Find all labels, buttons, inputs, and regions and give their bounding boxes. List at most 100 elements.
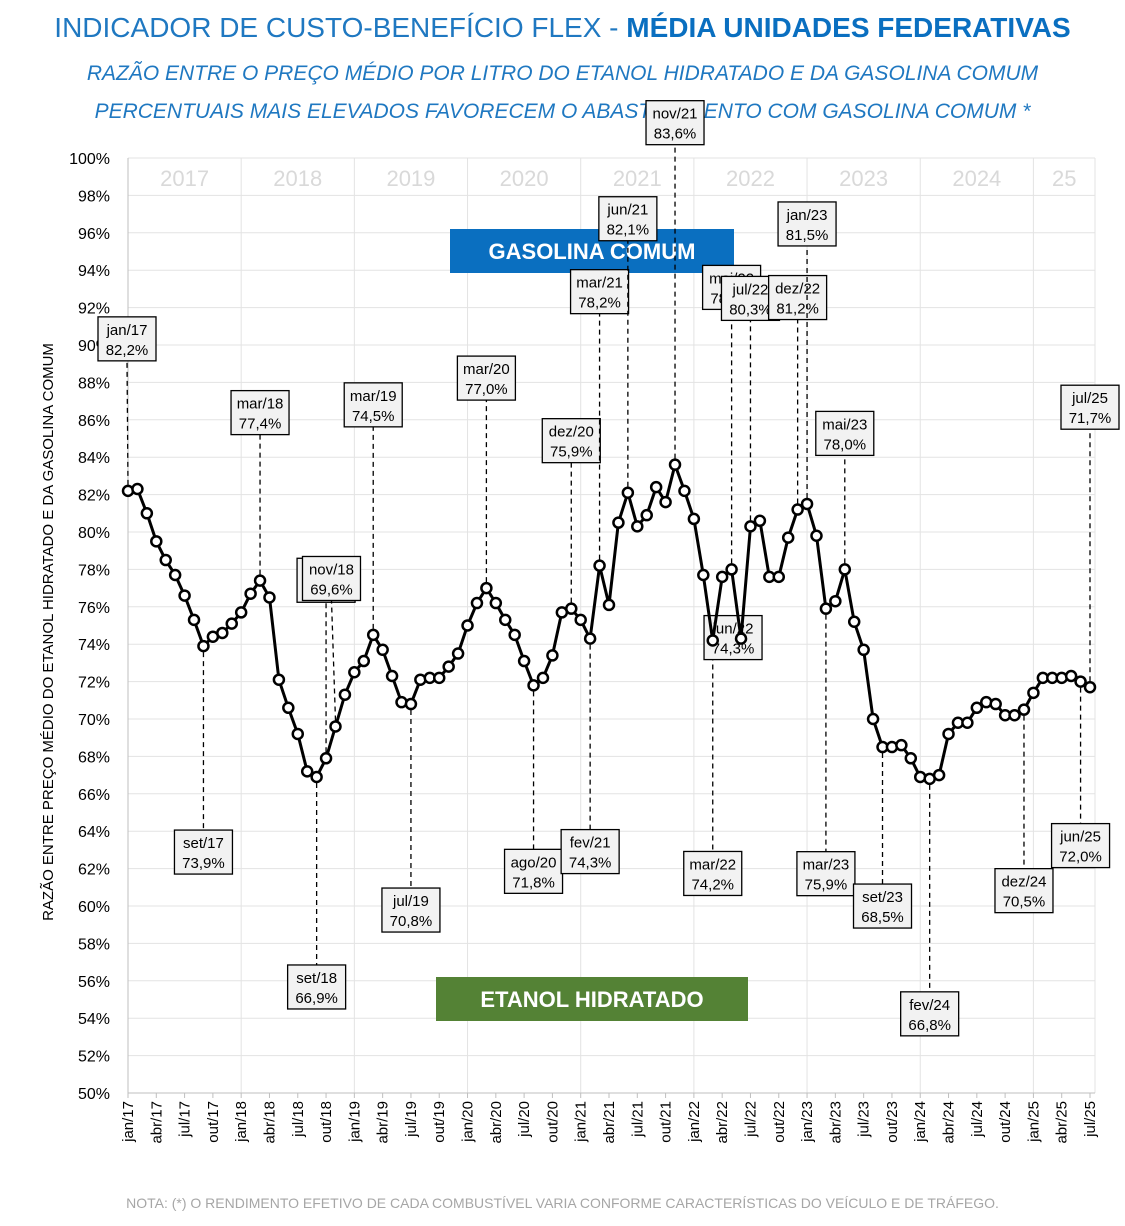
annotation-value: 74,5% [352,408,395,425]
annotation-label: mar/23 [803,857,850,874]
data-point [904,752,918,765]
annotation-box [777,201,837,247]
x-tick-label: out/17 [205,1101,222,1143]
data-point [376,643,389,657]
annotation-label: nov/18 [309,561,354,578]
x-tick-label: jan/22 [686,1101,703,1143]
data-point [847,615,861,629]
data-point [263,591,276,604]
annotation-value: 70,5% [1003,894,1046,911]
annotation-label: jul/22 [732,281,769,298]
y-tick-label: 80% [78,525,110,542]
y-tick-label: 54% [78,1011,110,1028]
y-tick-label: 98% [78,188,110,205]
annotation-value: 74,3% [712,641,755,658]
x-tick-label: abr/19 [375,1101,392,1144]
annotation-value: 66,8% [908,1017,951,1034]
data-point [932,768,946,782]
y-tick-label: 88% [78,375,110,392]
data-point [838,563,852,576]
annotation-box [796,851,856,897]
data-point [678,484,691,498]
annotation-value: 73,9% [182,855,225,872]
year-label: 2019 [386,166,435,191]
data-point [150,535,163,548]
y-tick-label: 70% [78,712,110,729]
annotation-value: 82,1% [607,222,650,239]
annotation-label: fev/24 [909,997,950,1014]
x-tick-label: out/21 [658,1101,675,1143]
y-tick-label: 84% [78,450,110,467]
annotation-label: dez/22 [775,281,820,298]
annotation-value: 78,2% [578,295,621,312]
annotation-box [97,316,157,362]
annotation-box [683,850,743,897]
data-point [178,589,191,602]
y-tick-label: 86% [78,413,110,430]
annotation-label: dez/20 [549,424,594,441]
year-label: 2018 [273,166,322,191]
annotation-label: mar/21 [576,275,623,292]
x-tick-label: jul/23 [856,1101,873,1138]
annotation-leader [330,600,337,721]
y-tick-label: 60% [78,899,110,916]
data-point [461,619,474,632]
annotation-value: 71,8% [512,874,555,891]
y-tick-label: 62% [78,862,110,879]
data-point [744,520,757,533]
data-point [565,602,578,615]
x-tick-label: jan/25 [1025,1101,1042,1143]
x-tick-label: abr/22 [714,1101,731,1144]
y-tick-label: 68% [78,749,110,766]
annotation-value: 81,5% [786,227,829,244]
data-point [706,634,719,647]
data-point [631,520,644,533]
chart-title-part1: INDICADOR DE CUSTO-BENEFÍCIO FLEX - [54,12,627,43]
annotation-box [541,418,601,464]
x-tick-label: out/23 [884,1101,901,1143]
annotation-label: set/18 [296,970,337,987]
x-tick-label: jan/17 [120,1101,137,1143]
annotation-value: 78,0% [824,436,867,453]
chart-title-part2: MÉDIA UNIDADES FEDERATIVAS [626,12,1071,43]
y-tick-label: 100% [69,151,110,168]
data-point [668,458,682,471]
annotation-box [343,382,403,428]
chart-title: INDICADOR DE CUSTO-BENEFÍCIO FLEX - MÉDI… [0,12,1125,44]
year-label: 25 [1052,166,1076,191]
x-tick-label: jan/24 [912,1101,929,1143]
data-point [338,688,352,701]
annotation-label: set/23 [862,889,903,906]
x-tick-label: abr/21 [601,1101,618,1144]
x-tick-label: jan/19 [346,1101,363,1143]
y-tick-label: 56% [78,974,110,991]
annotation-value: 83,6% [654,126,697,143]
data-points [121,458,1097,786]
data-point [857,643,870,657]
data-point [659,495,672,509]
data-point [508,628,521,642]
data-point [687,512,701,526]
annotation-box [286,964,347,1010]
annotation-label: jun/25 [1059,829,1101,846]
data-point [593,559,606,572]
annotation-box [301,555,362,602]
x-tick-label: abr/24 [941,1101,958,1144]
footnote: NOTA: (*) O RENDIMENTO EFETIVO DE CADA C… [126,1195,999,1211]
data-point [470,596,484,610]
data-point [1008,709,1021,722]
y-tick-label: 92% [78,301,110,318]
annotation-label: mar/20 [463,361,510,378]
data-point [329,720,342,733]
x-tick-label: out/24 [997,1101,1014,1143]
data-point [583,632,597,645]
data-point [499,613,512,627]
annotation-label: jan/23 [786,207,828,224]
data-point [451,647,465,660]
x-tick-label: abr/25 [1054,1101,1071,1144]
x-tick-label: jul/17 [177,1101,194,1138]
y-tick-label: 58% [78,936,110,953]
annotation-value: 70,8% [390,913,433,930]
data-point [895,738,908,752]
data-point [168,568,182,582]
